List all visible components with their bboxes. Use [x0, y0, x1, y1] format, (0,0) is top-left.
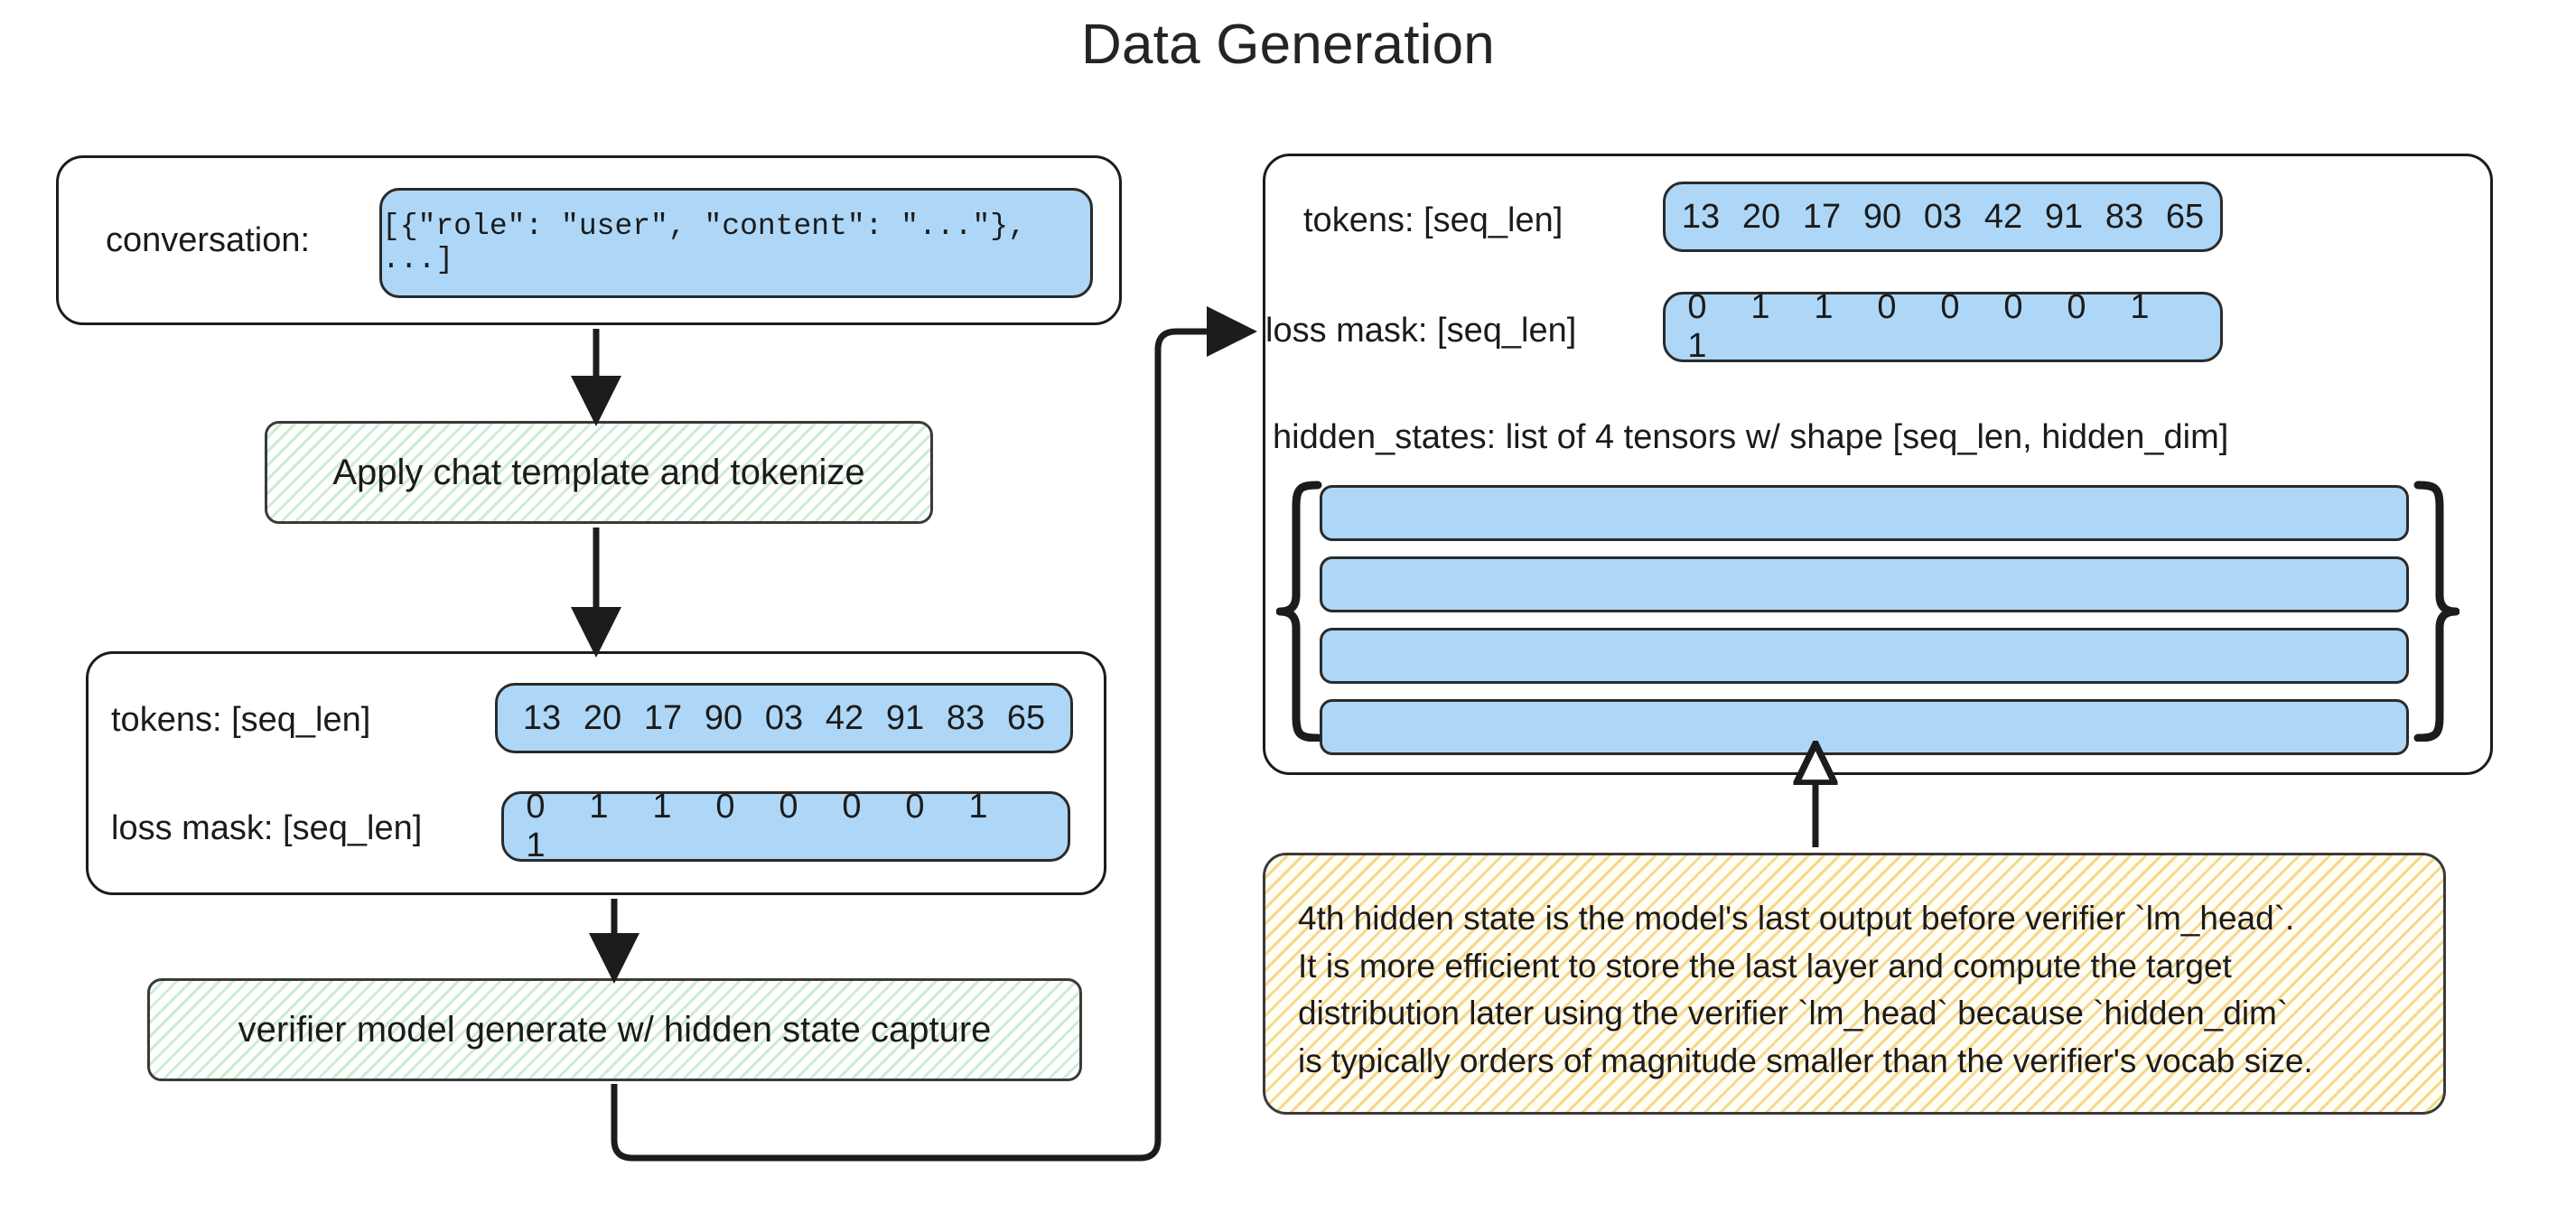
- value-cell: 1: [589, 788, 609, 826]
- value-cell: 0: [1877, 288, 1897, 326]
- hidden-state-bar-4: [1320, 699, 2409, 755]
- note-line-3: distribution later using the verifier `l…: [1298, 995, 2289, 1032]
- left-tokens-label: tokens: [seq_len]: [111, 701, 371, 739]
- hidden-states-label: hidden_states: list of 4 tensors w/ shap…: [1273, 418, 2229, 456]
- hidden-states-brackets: [1276, 481, 2459, 742]
- left-tensor-panel: tokens: [seq_len] 13 20 17 90 03 42 91 83 65 los…: [86, 651, 1106, 895]
- value-cell: 83: [2105, 197, 2144, 236]
- value-cell: 13: [1681, 197, 1721, 236]
- output-panel: tokens: [seq_len] 13 20 17 90 03 42 91 83 65 los…: [1263, 154, 2493, 775]
- value-cell: 0: [779, 788, 798, 826]
- value-cell: 17: [643, 698, 683, 737]
- note-line-1: 4th hidden state is the model's last out…: [1298, 900, 2295, 937]
- value-cell: 0: [842, 788, 862, 826]
- process-apply-chat-template[interactable]: Apply chat template and tokenize: [265, 421, 933, 524]
- right-loss-mask-label: loss mask: [seq_len]: [1265, 312, 1577, 350]
- right-tokens-label: tokens: [seq_len]: [1303, 201, 1563, 239]
- value-cell: 17: [1802, 197, 1842, 236]
- conversation-label: conversation:: [106, 221, 311, 259]
- value-cell: 03: [1923, 197, 1963, 236]
- value-cell: 1: [1750, 288, 1770, 326]
- right-tokens-chip: 13 20 17 90 03 42 91 83 65: [1663, 182, 2223, 252]
- note-line-4: is typically orders of magnitude smaller…: [1298, 1041, 2313, 1079]
- value-cell: 13: [522, 698, 562, 737]
- value-cell: 0: [905, 788, 925, 826]
- value-cell: 65: [1006, 698, 1046, 737]
- value-cell: 42: [825, 698, 864, 737]
- value-cell: 1: [1687, 327, 1707, 365]
- value-cell: 65: [2165, 197, 2205, 236]
- value-cell: 0: [1940, 288, 1960, 326]
- value-cell: 0: [1687, 288, 1707, 326]
- left-tokens-chip: 13 20 17 90 03 42 91 83 65: [495, 683, 1073, 753]
- left-tokens-values: 13 20 17 90 03 42 91 83 65: [512, 699, 1057, 738]
- value-cell: 0: [526, 788, 546, 826]
- left-loss-mask-label: loss mask: [seq_len]: [111, 809, 423, 847]
- hidden-state-bar-1: [1320, 485, 2409, 541]
- value-cell: 0: [2003, 288, 2023, 326]
- process-verifier-generate[interactable]: verifier model generate w/ hidden state …: [147, 978, 1082, 1081]
- explanatory-note: 4th hidden state is the model's last out…: [1263, 853, 2446, 1115]
- value-cell: 0: [715, 788, 735, 826]
- conversation-panel: conversation: [{"role": "user", "content…: [56, 155, 1122, 325]
- value-cell: 83: [946, 698, 985, 737]
- value-cell: 1: [968, 788, 988, 826]
- value-cell: 90: [1862, 197, 1902, 236]
- note-line-2: It is more efficient to store the last l…: [1298, 947, 2232, 985]
- value-cell: 91: [885, 698, 925, 737]
- process-apply-chat-template-label: Apply chat template and tokenize: [332, 452, 865, 492]
- value-cell: 1: [526, 826, 546, 864]
- value-cell: 90: [704, 698, 743, 737]
- value-cell: 20: [583, 698, 622, 737]
- value-cell: 1: [2130, 288, 2150, 326]
- process-verifier-generate-label: verifier model generate w/ hidden state …: [238, 1009, 992, 1050]
- hidden-state-bar-2: [1320, 556, 2409, 612]
- value-cell: 91: [2044, 197, 2084, 236]
- value-cell: 03: [764, 698, 804, 737]
- value-cell: 0: [2067, 288, 2086, 326]
- value-cell: 1: [652, 788, 672, 826]
- right-tokens-values: 13 20 17 90 03 42 91 83 65: [1671, 198, 2216, 237]
- value-cell: 20: [1741, 197, 1781, 236]
- page-title: Data Generation: [1081, 14, 1495, 76]
- conversation-value-chip: [{"role": "user", "content": "..."}, ...…: [379, 188, 1093, 298]
- value-cell: 1: [1814, 288, 1834, 326]
- value-cell: 42: [1983, 197, 2023, 236]
- hidden-state-bar-3: [1320, 628, 2409, 684]
